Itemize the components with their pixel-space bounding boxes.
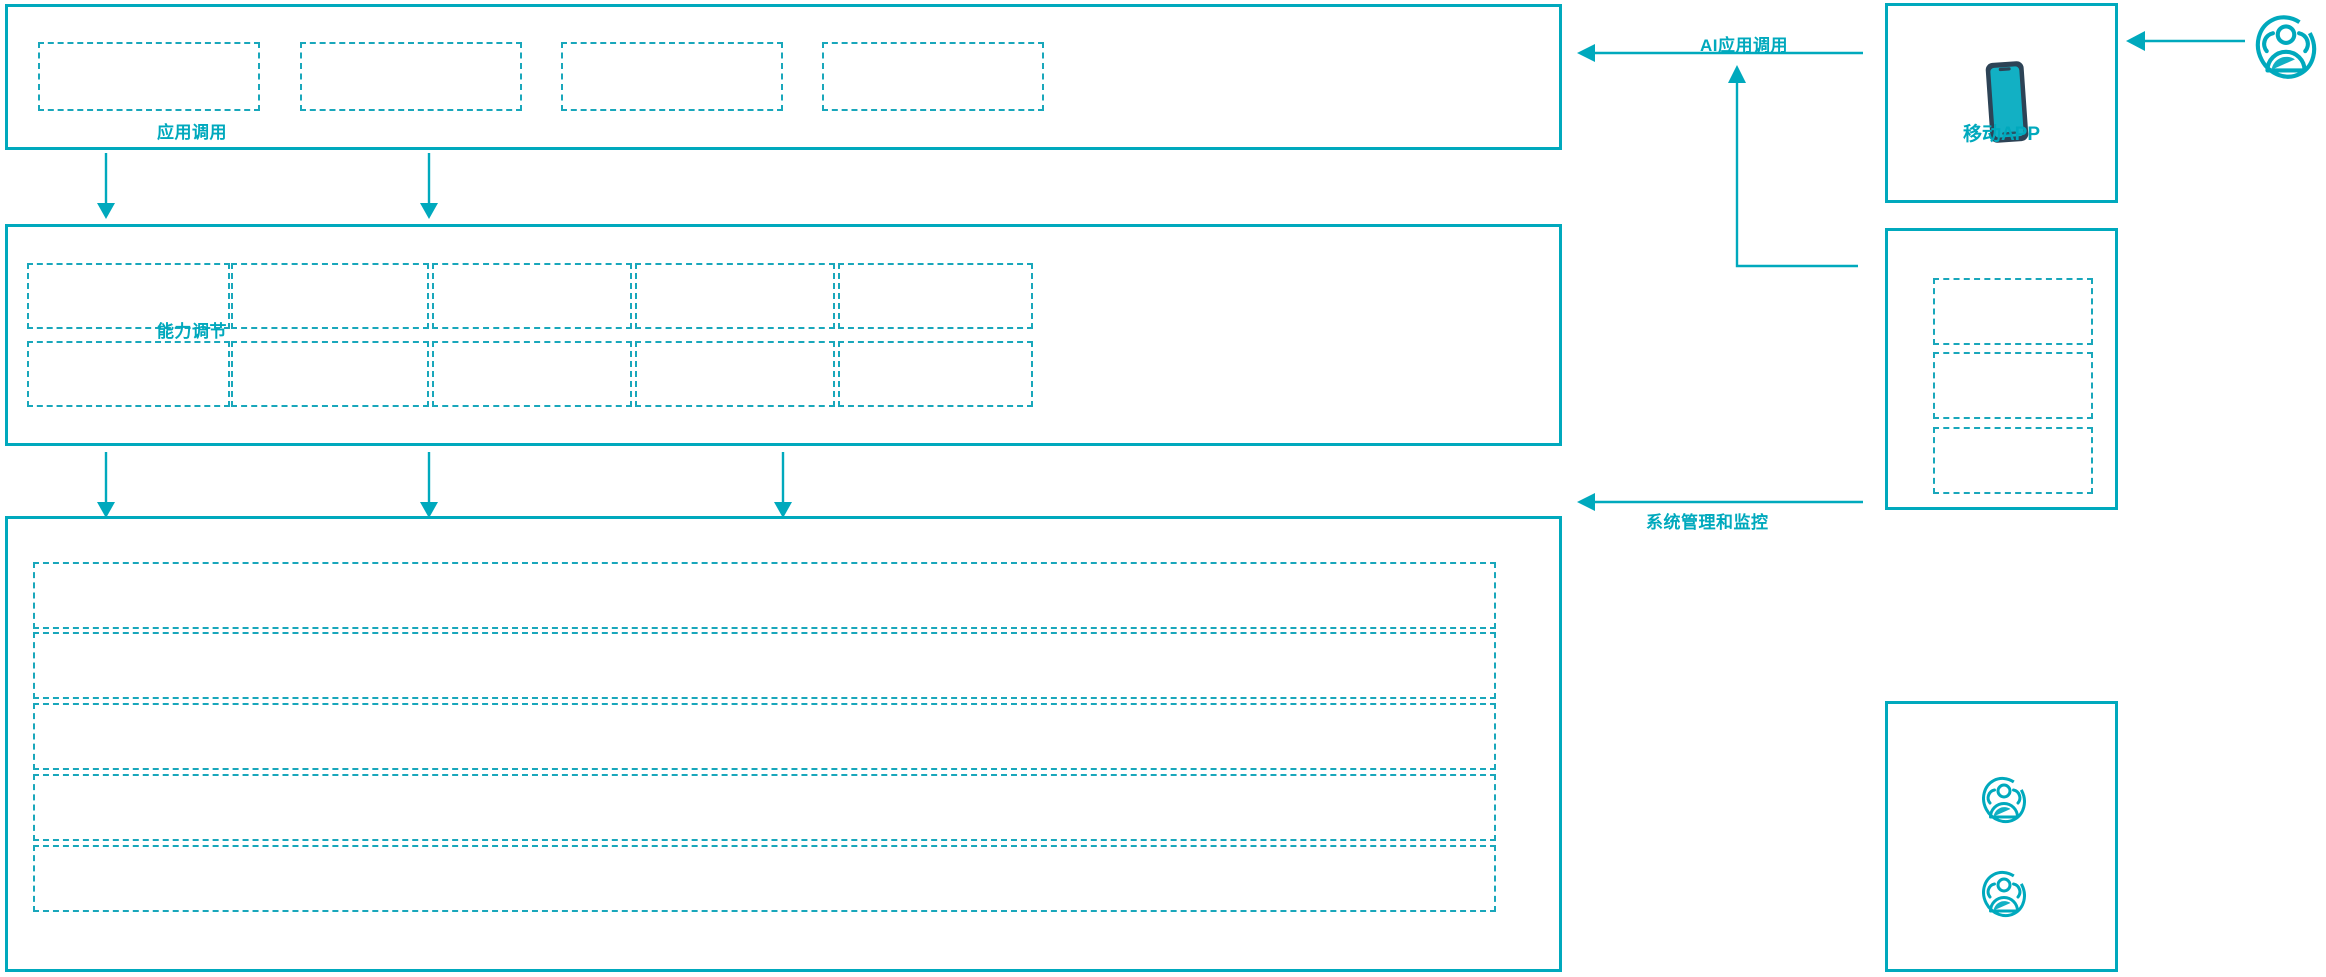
application-box[interactable] (561, 42, 783, 111)
application-box[interactable] (300, 42, 522, 111)
platform-layer-panel (5, 516, 1562, 972)
users-group-icon (1982, 776, 2026, 824)
capability-box[interactable] (838, 341, 1033, 407)
platform-box[interactable] (33, 774, 1496, 841)
terminal-card[interactable] (1885, 228, 2118, 510)
end-user-to-mobile-arrow (2125, 28, 2247, 54)
capability-layer-panel (5, 224, 1562, 446)
app-invoke-arrow-right (418, 153, 440, 221)
capability-box[interactable] (231, 263, 429, 329)
terminal-box[interactable] (1933, 427, 2093, 494)
capability-box[interactable] (635, 341, 835, 407)
application-box[interactable] (38, 42, 260, 111)
capability-tune-arrow-2 (418, 452, 440, 520)
capability-box[interactable] (27, 263, 230, 329)
capability-box[interactable] (838, 263, 1033, 329)
flow-label-sys-monitor: 系统管理和监控 (1646, 513, 1769, 532)
platform-box[interactable] (33, 703, 1496, 770)
platform-box[interactable] (33, 845, 1496, 912)
terminal-box[interactable] (1933, 278, 2093, 345)
app-invoke-arrow-left (95, 153, 117, 221)
operations-card[interactable] (1885, 701, 2118, 972)
flow-label-app-invoke: 应用调用 (157, 123, 227, 142)
users-group-icon (1982, 870, 2026, 918)
application-layer-panel (5, 4, 1562, 150)
flow-label-capability-tune: 能力调节 (157, 322, 227, 341)
capability-box[interactable] (432, 263, 632, 329)
mobile-phone-icon (1980, 58, 2034, 146)
platform-box[interactable] (33, 562, 1496, 629)
terminal-box[interactable] (1933, 352, 2093, 419)
capability-box[interactable] (432, 341, 632, 407)
ai-app-invoke-arrow (1575, 40, 1865, 66)
flow-label-ai-app-invoke: AI应用调用 (1700, 36, 1788, 55)
mobile-app-card-label: 移动APP (1962, 124, 2041, 145)
end-user-users-group-icon (2255, 14, 2317, 80)
mobile-app-card[interactable]: 移动APP (1885, 3, 2118, 203)
capability-box[interactable] (635, 263, 835, 329)
capability-box[interactable] (231, 341, 429, 407)
capability-tune-arrow-3 (772, 452, 794, 520)
capability-tune-arrow-1 (95, 452, 117, 520)
application-box[interactable] (822, 42, 1044, 111)
capability-box[interactable] (27, 341, 230, 407)
ai-app-invoke-riser (1717, 53, 1859, 268)
platform-box[interactable] (33, 632, 1496, 699)
sys-monitor-arrow (1575, 489, 1865, 515)
